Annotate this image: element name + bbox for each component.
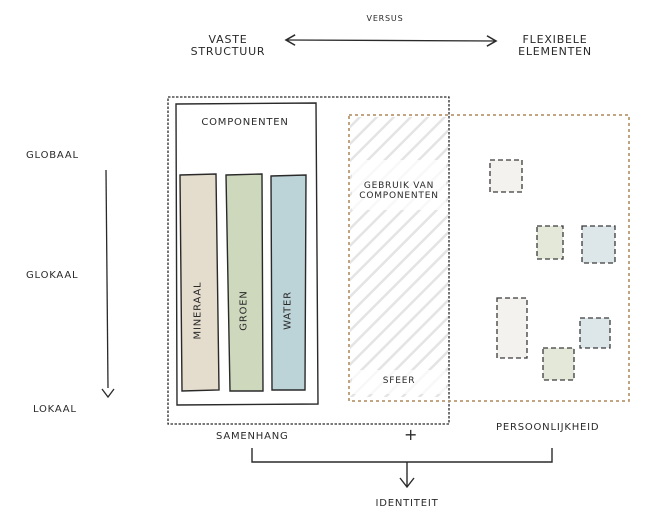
footer-left-label: Samenhang (216, 431, 289, 442)
flexible-element-neutral (496, 297, 528, 359)
scale-arrow (105, 169, 109, 389)
component-label-water: Water (282, 291, 294, 330)
header-left-line2: structuur (190, 45, 266, 59)
flexible-element-water (579, 317, 611, 349)
header-left-line1: Vaste (208, 33, 248, 46)
footer-result-label: Identiteit (375, 498, 439, 509)
header-right-line1: Flexibele (522, 33, 588, 46)
component-bar-mineraal (179, 173, 220, 392)
structure-frame (167, 96, 450, 425)
usage-zone-title: Gebruik van componenten (352, 181, 446, 202)
components-title: Componenten (201, 117, 289, 128)
component-label-groen: Groen (238, 290, 250, 331)
summary-bracket (251, 448, 553, 463)
usage-zone-hatch (350, 117, 448, 397)
flexible-element-water (581, 225, 616, 264)
flexible-elements (489, 159, 616, 381)
header-right-label: Flexibele elementen (510, 33, 600, 59)
usage-zone-footer: Sfeer (382, 376, 416, 386)
scale-bottom-label: Lokaal (33, 404, 77, 415)
result-arrow-head (399, 477, 415, 489)
versus-arrow (284, 34, 498, 47)
flexible-element-green (536, 225, 564, 260)
components-box (175, 102, 319, 406)
component-bar-groen (225, 173, 264, 392)
component-bar-water (270, 174, 307, 391)
versus-label: versus (366, 14, 404, 23)
usage-zone-title-line2: componenten (359, 190, 439, 201)
flexible-element-neutral (489, 159, 523, 193)
flexible-frame (348, 114, 630, 402)
scale-middle-label: Glokaal (26, 270, 79, 281)
footer-operator: + (404, 425, 419, 444)
footer-right-label: Persoonlijkheid (496, 422, 600, 433)
header-right-line2: elementen (518, 45, 592, 59)
header-left-label: Vaste structuur (188, 33, 268, 59)
flexible-element-green (542, 347, 575, 381)
component-label-mineraal: Mineraal (192, 281, 204, 340)
scale-arrow-head (101, 388, 115, 399)
usage-zone-title-line1: Gebruik van (363, 181, 435, 191)
scale-top-label: Globaal (26, 150, 79, 161)
